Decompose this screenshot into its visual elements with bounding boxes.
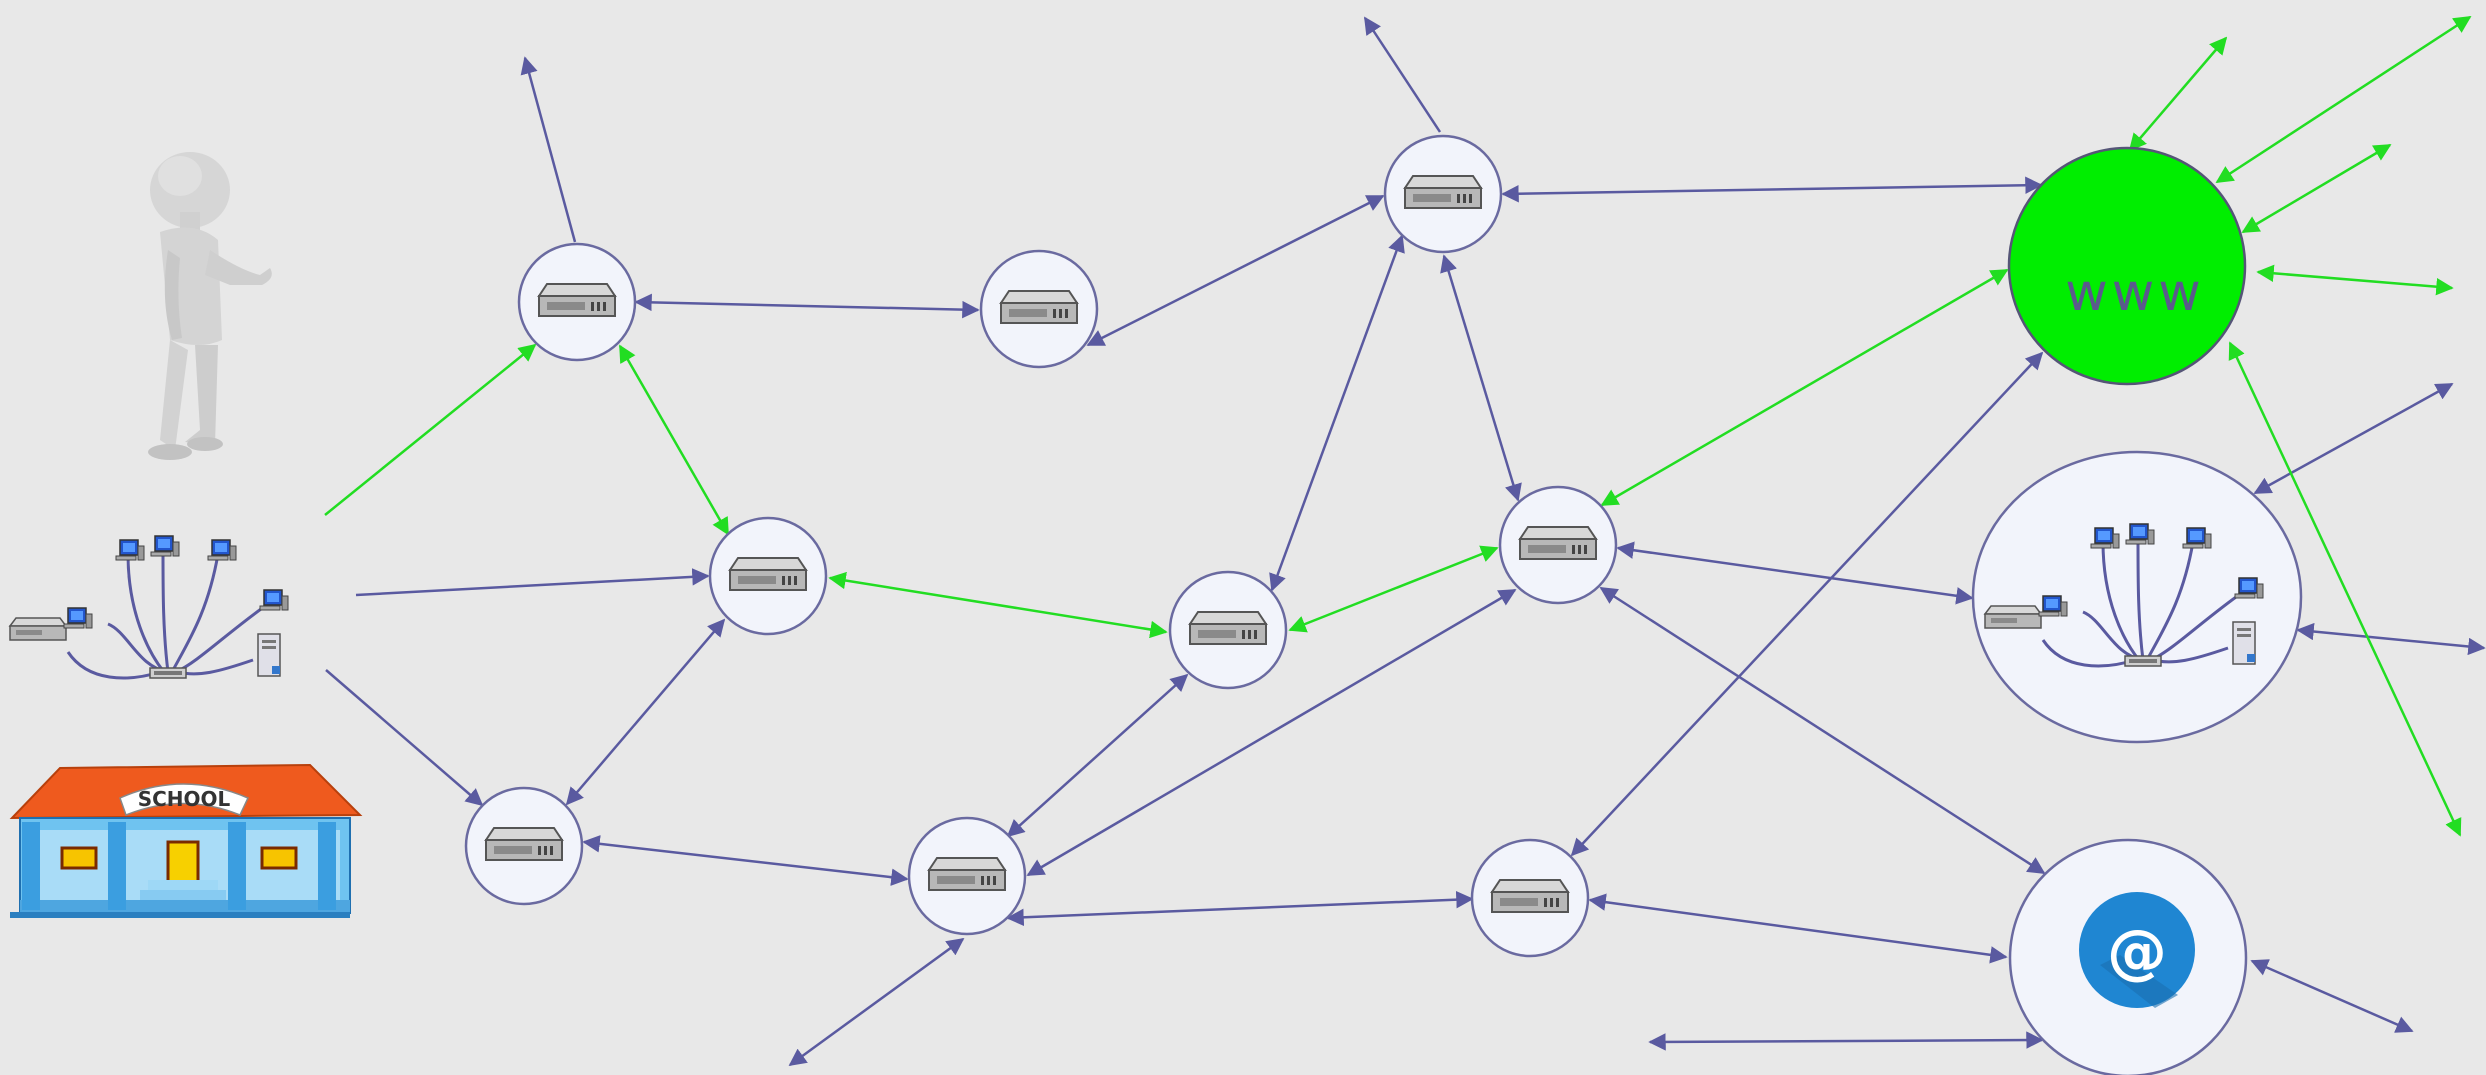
router-icon: [729, 557, 807, 591]
link: [520, 56, 577, 243]
route-link: [2215, 15, 2472, 184]
link: [582, 835, 909, 886]
link: [2253, 382, 2454, 495]
www-server-node: www: [2007, 146, 2247, 386]
router-node-4: [1383, 134, 1503, 254]
router-node-3: [708, 516, 828, 636]
highlighted-route-links: [324, 15, 2472, 837]
link: [2296, 622, 2486, 656]
link: [1269, 234, 1405, 592]
person-figure: [148, 152, 272, 460]
link: [1026, 588, 1517, 877]
home-lan: [10, 536, 288, 678]
school-building: SCHOOL: [9, 763, 363, 918]
school-sign: SCHOOL: [138, 787, 231, 811]
route-link: [828, 571, 1168, 639]
link: [1616, 541, 1974, 605]
www-label: www: [2065, 263, 2205, 323]
link: [634, 293, 980, 319]
router-icon: [1189, 611, 1267, 645]
router-icon: [1000, 290, 1078, 324]
link: [788, 937, 965, 1067]
router-node-6: [464, 786, 584, 906]
link: [1588, 893, 2008, 964]
route-link: [324, 343, 537, 516]
router-node-2: [979, 249, 1099, 369]
link: [565, 618, 726, 806]
route-link: [2228, 341, 2462, 837]
link: [1501, 176, 2043, 203]
router-icon: [928, 857, 1006, 891]
link: [1440, 254, 1522, 502]
link: [1648, 1031, 2044, 1051]
router-icon: [485, 827, 563, 861]
router-node-9: [1470, 838, 1590, 958]
email-server-node: @: [2008, 838, 2248, 1075]
router-icon: [1491, 879, 1569, 913]
link: [2250, 959, 2414, 1033]
link: [355, 568, 710, 597]
route-link: [2241, 143, 2392, 234]
link: [1006, 673, 1189, 838]
route-link: [1288, 545, 1499, 633]
link: [325, 669, 484, 807]
network-links: [325, 16, 2486, 1067]
router-icon: [1519, 526, 1597, 560]
lan-network-icon: [10, 536, 288, 678]
route-link: [618, 344, 730, 536]
link: [1086, 194, 1385, 347]
router-icon: [538, 283, 616, 317]
link: [1363, 16, 1442, 133]
router-icon: [1404, 175, 1482, 209]
route-link: [2256, 264, 2454, 296]
router-node-1: [517, 242, 637, 362]
email-symbol: @: [2107, 917, 2167, 987]
router-node-8: [1498, 485, 1618, 605]
route-link: [1600, 268, 2009, 507]
link: [1006, 890, 1474, 927]
lan-cloud-node: [1971, 450, 2303, 744]
link: [1570, 351, 2044, 857]
router-node-5: [1168, 570, 1288, 690]
email-icon: [2079, 892, 2195, 1008]
router-node-7: [907, 816, 1027, 936]
route-link: [2128, 36, 2228, 152]
